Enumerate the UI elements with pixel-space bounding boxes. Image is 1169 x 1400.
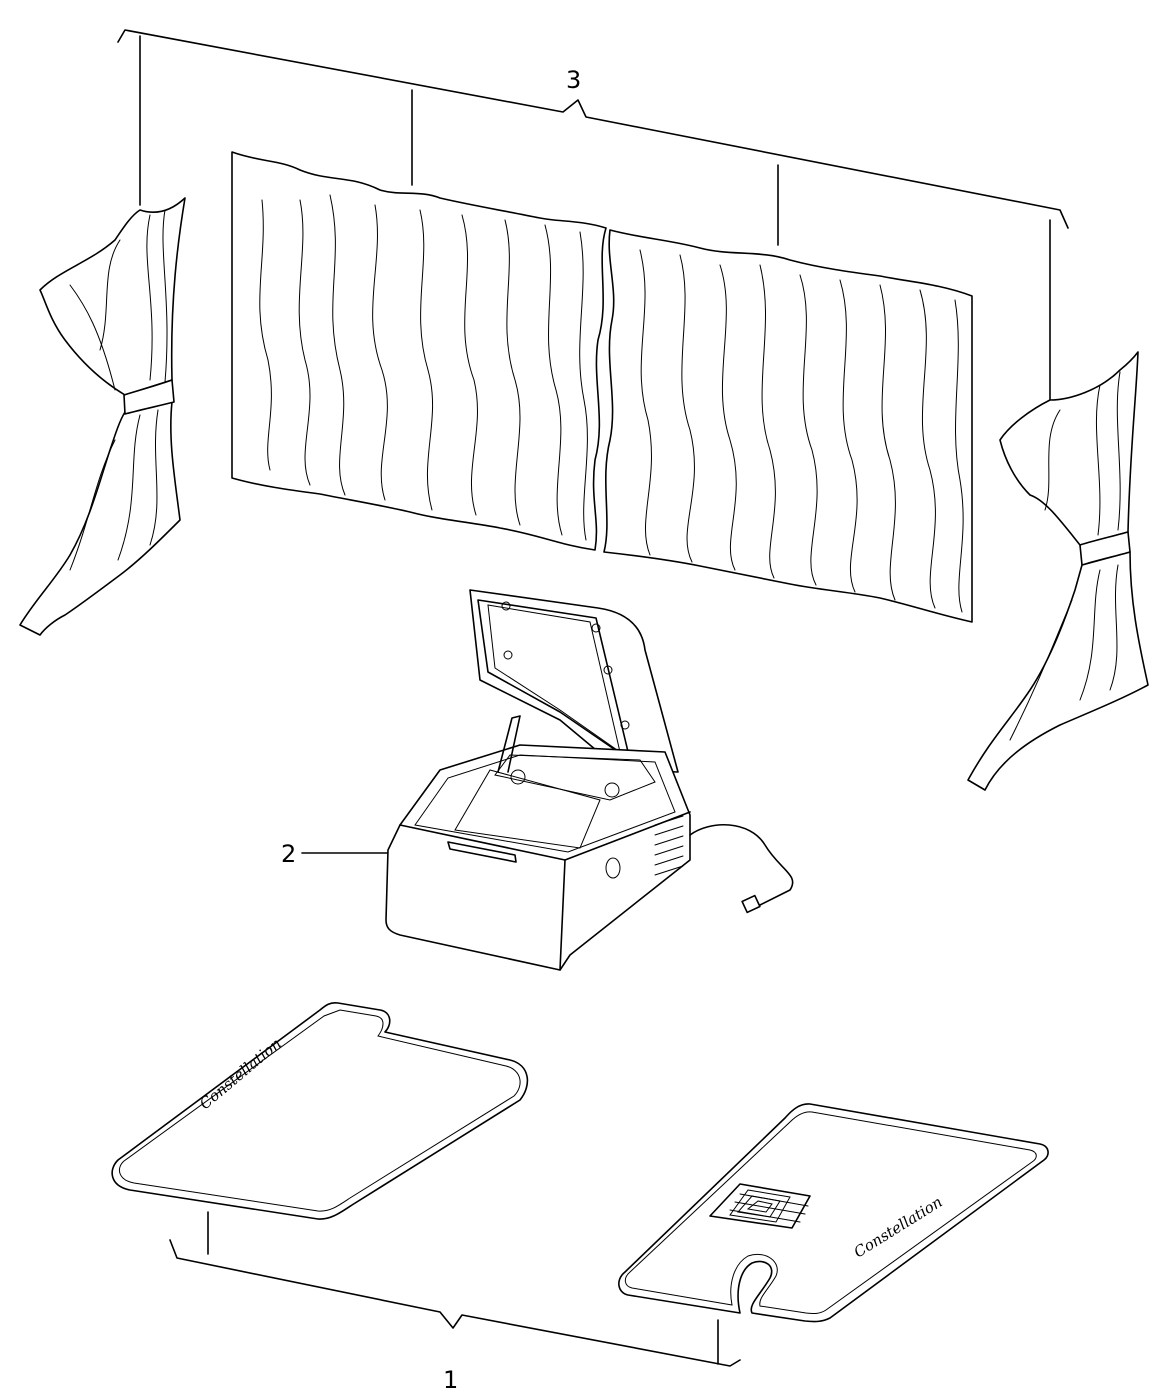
floor-mat-left: Constellation [111, 1002, 529, 1220]
window-curtain-left-panel [231, 151, 607, 551]
callout-2: 2 [281, 840, 296, 868]
coolbox-callout: 2 [281, 840, 389, 868]
coolbox [385, 589, 794, 971]
curtains-callout-bracket: 3 [117, 29, 1069, 401]
tied-curtain-right [967, 351, 1149, 791]
tied-curtain-left [19, 197, 186, 636]
window-curtain-right-panel [603, 229, 973, 623]
callout-1: 1 [443, 1366, 458, 1394]
heel-pad [709, 1183, 811, 1229]
mats-callout-bracket: 1 [169, 1211, 741, 1394]
callout-3: 3 [566, 66, 581, 94]
floor-mat-right: Constellation [618, 1103, 1049, 1323]
